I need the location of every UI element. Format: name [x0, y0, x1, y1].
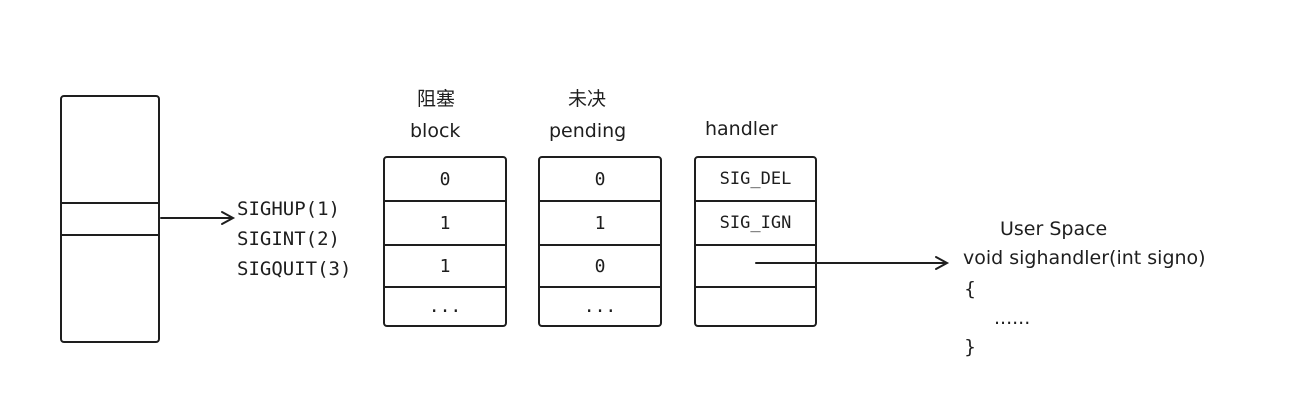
- pending-cell: ...: [583, 296, 617, 317]
- handler-cell: SIG_DEL: [719, 169, 792, 189]
- close-brace: }: [964, 336, 977, 358]
- table-divider: [696, 200, 815, 202]
- process-divider-top: [62, 202, 158, 204]
- table-divider: [540, 244, 660, 246]
- table-divider: [696, 244, 815, 246]
- pending-label: pending: [549, 120, 627, 142]
- block-label: block: [410, 120, 461, 142]
- block-table: 0 1 1 ...: [383, 156, 507, 327]
- signal-sigint: SIGINT(2): [237, 228, 340, 250]
- block-cell: 0: [439, 168, 451, 190]
- handler-to-userspace-arrow: [755, 256, 950, 270]
- handler-signature: void sighandler(int signo): [963, 247, 1206, 269]
- process-divider-bottom: [62, 234, 158, 236]
- pending-cn-label: 未决: [568, 88, 607, 110]
- table-divider: [385, 286, 505, 288]
- table-divider: [540, 286, 660, 288]
- signal-sighup: SIGHUP(1): [237, 198, 340, 220]
- pending-cell: 0: [594, 255, 606, 277]
- handler-table: SIG_DEL SIG_IGN: [694, 156, 817, 327]
- block-cn-label: 阻塞: [417, 88, 456, 110]
- table-divider: [385, 200, 505, 202]
- open-brace: {: [964, 278, 977, 300]
- signal-sigquit: SIGQUIT(3): [237, 258, 352, 280]
- pending-table: 0 1 0 ...: [538, 156, 662, 327]
- block-cell: ...: [428, 296, 462, 317]
- block-cell: 1: [439, 212, 451, 234]
- block-cell: 1: [439, 255, 451, 277]
- user-space-title: User Space: [1000, 218, 1108, 240]
- pending-cell: 1: [594, 212, 606, 234]
- function-body: ......: [994, 307, 1031, 329]
- pending-cell: 0: [594, 168, 606, 190]
- handler-cell: SIG_IGN: [719, 213, 792, 233]
- table-divider: [540, 200, 660, 202]
- table-divider: [385, 244, 505, 246]
- process-block: [60, 95, 160, 343]
- process-to-signals-arrow: [160, 211, 236, 225]
- table-divider: [696, 286, 815, 288]
- handler-label: handler: [705, 118, 778, 140]
